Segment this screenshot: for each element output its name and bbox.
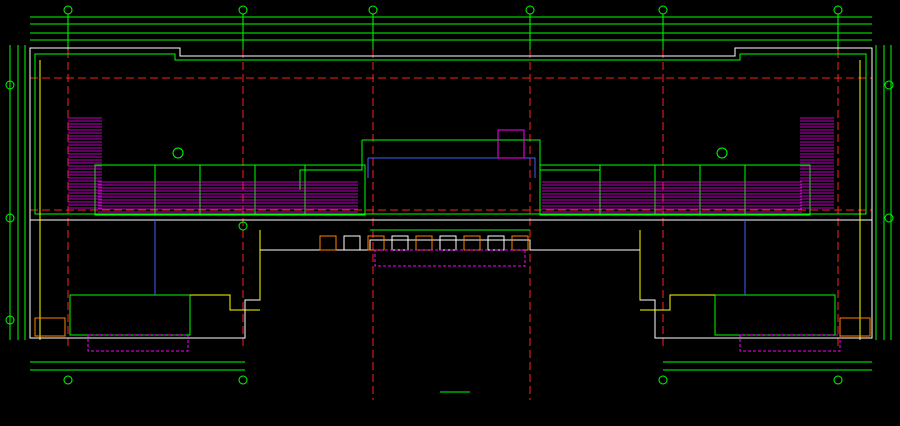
bottom-dimension-chain bbox=[30, 361, 872, 385]
right-dimension-chain bbox=[875, 45, 894, 340]
fixture-stall bbox=[463, 235, 481, 251]
outer-walls bbox=[29, 47, 873, 340]
fixture-stall bbox=[319, 235, 337, 251]
fixture-stall bbox=[487, 235, 505, 251]
lower-left-wing bbox=[34, 220, 261, 352]
service-room-row bbox=[94, 164, 811, 216]
left-dimension-chain bbox=[5, 45, 26, 340]
fixture-stall bbox=[415, 235, 433, 251]
top-axis-bubbles bbox=[63, 5, 843, 50]
fixture-row bbox=[319, 235, 529, 267]
drain-outline bbox=[374, 249, 526, 267]
fixture-stall bbox=[343, 235, 361, 251]
fixture-stall bbox=[391, 235, 409, 251]
stair-hatching bbox=[68, 117, 834, 213]
axis-grid bbox=[30, 50, 872, 400]
annotation-marks bbox=[172, 147, 728, 393]
lower-right-wing bbox=[639, 220, 871, 352]
top-dimension-chain bbox=[30, 16, 872, 41]
fixture-stall bbox=[511, 235, 529, 251]
fixture-stall bbox=[439, 235, 457, 251]
